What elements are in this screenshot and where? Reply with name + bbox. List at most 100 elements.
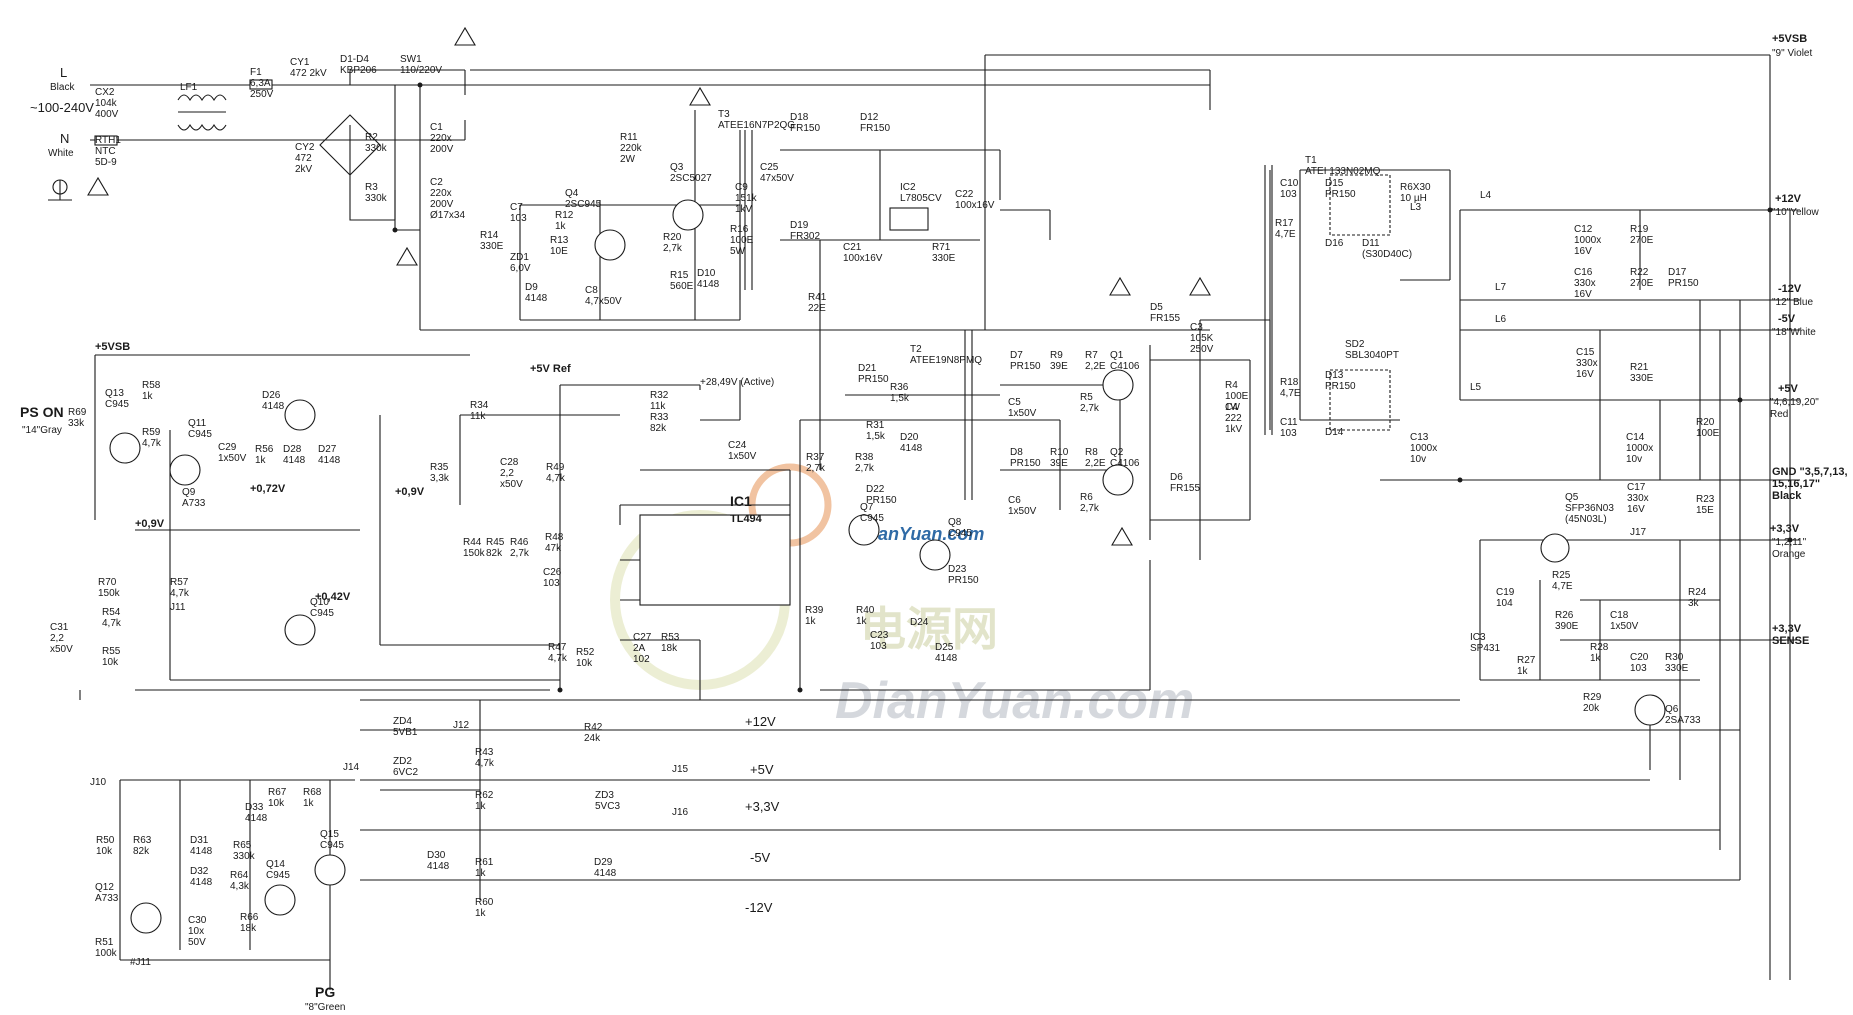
voltage-09-b: +0,9V <box>395 486 425 498</box>
prot-line-2: +3,3V <box>745 799 780 814</box>
watermark-cn: 电源网 <box>860 603 998 655</box>
ic1-body <box>639 514 791 606</box>
input-l-color: Black <box>50 82 75 93</box>
component-d24: D24 <box>910 617 929 628</box>
component-j15: J15 <box>672 764 689 775</box>
component-j11: J11 <box>170 602 186 613</box>
component-j12: J12 <box>453 720 470 731</box>
prot-line-3: -5V <box>750 850 771 865</box>
rail-gnd: GND "3,5,7,13,15,16,17"Black <box>1772 466 1848 502</box>
component-j17: J17 <box>1630 527 1647 538</box>
component-l5: L5 <box>1470 382 1482 393</box>
rail-n12-wire: "12" Blue <box>1772 297 1813 308</box>
rail-p5: +5V <box>1778 383 1799 395</box>
rail-p33-wire: "1,2,11"Orange <box>1772 537 1807 560</box>
component-d11: D11(S30D40C) <box>1362 238 1412 260</box>
input-l-label: L <box>60 65 67 80</box>
rail-5vsb-wire: "9" Violet <box>1772 48 1812 59</box>
prot-line-4: -12V <box>745 900 773 915</box>
prot-line-1: +5V <box>750 762 774 777</box>
component-l6: L6 <box>1495 314 1507 325</box>
